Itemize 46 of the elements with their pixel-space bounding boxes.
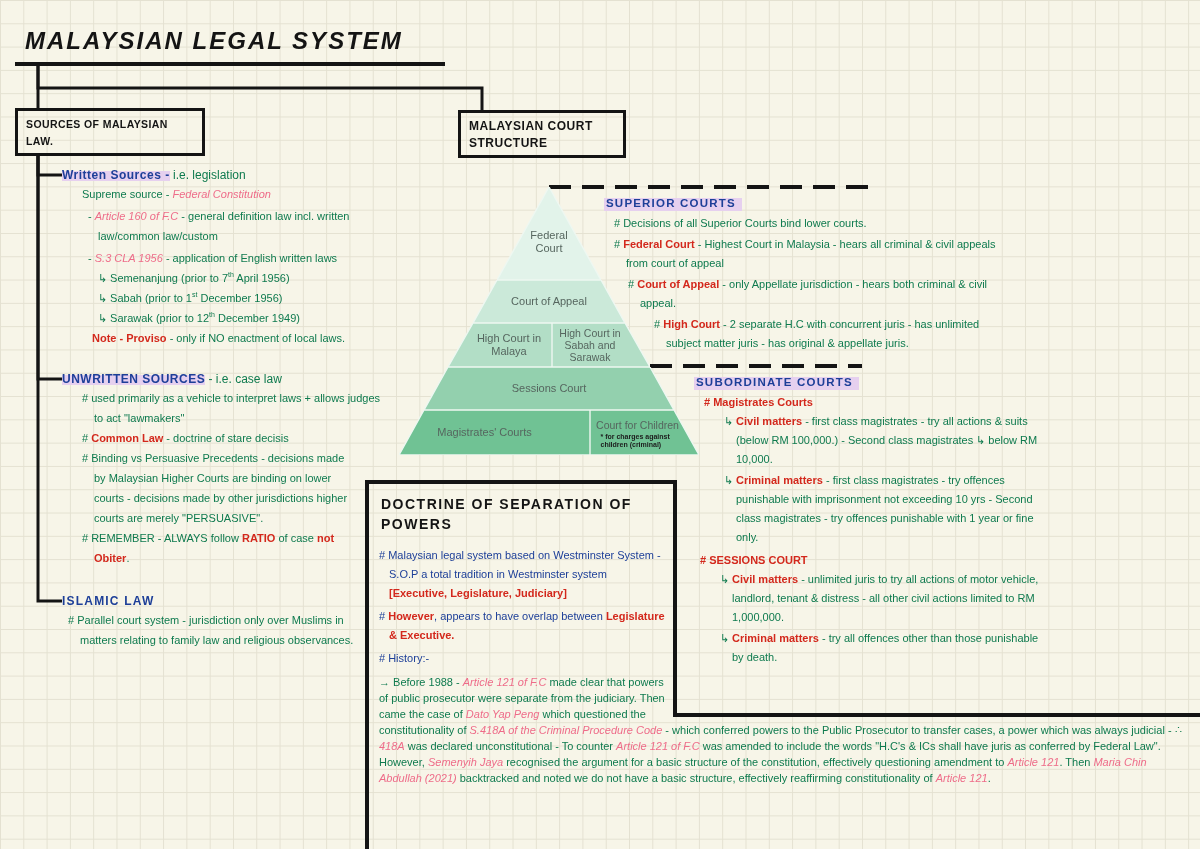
note-text: ↳ Sabah (prior to 1$^{st}$ December 1956) [98,290,283,306]
branch-heading: Written Sources - i.e. legislation [62,166,246,184]
note-text: ↳ Sarawak (prior to 12$^{th}$ December 1949) [98,310,300,326]
note-text: # Court of Appeal - only Appellate jurisdiction - hears both criminal & civil appeal. [628,277,989,311]
note-text: - S.3 CLA 1956 - application of English written laws [88,251,338,266]
pyramid-tier [399,410,590,455]
note-text: # REMEMBER - ALWAYS follow RATIO of case not Obiter. [82,531,336,566]
underlined-title: MALAYSIAN LEGAL SYSTEM [15,24,445,66]
note-text: ↳ Criminal matters - first class magistrates - try offences punishable with imprisonment not exceeding 10 yrs - Second class magistrates - try offences punishable with 1 year or fine only. [724,473,1035,545]
framed-heading: MALAYSIAN COURT STRUCTURE [458,110,626,158]
connector-line [36,156,62,603]
court-name: Sessions Court [511,382,587,395]
court-heading: # SESSIONS COURT [700,553,808,568]
note-text: # used primarily as a vehicle to interpret laws + allows judges to act "lawmakers" [82,391,382,426]
note-text: # Parallel court system - jurisdiction only over Muslims in matters relating to family law and religious observances. [68,613,355,648]
court-name: High Court in Malaya [475,332,543,358]
note-text: # Binding vs Persuasive Precedents - decisions made by Malaysian Higher Courts are binding on lower courts - decisions made by other jurisdictions higher courts are merely "PERSUASIVE". [82,451,349,526]
note-text: # Common Law - doctrine of stare decisis [82,431,289,446]
note-text: # High Court - 2 separate H.C with concurrent juris - has unlimited subject matter juris - has original & appellate juris. [654,317,981,351]
court-name: Federal Court [529,229,569,255]
note-text: ↳ Civil matters - unlimited juris to try all actions of motor vehicle, landlord, tenant & distress - all other civil actions limited to RM 1,000,000. [720,572,1040,625]
pyramid-tier [590,410,699,455]
note-text: Note - Proviso - only if NO enactment of local laws. [92,331,346,346]
pyramid-tier [497,187,601,280]
court-name: Court of Appeal [511,295,587,308]
panel-heading: DOCTRINE OF SEPARATION OF POWERS [381,495,633,534]
note-text: # History:- [379,651,430,666]
note-text: # Malaysian legal system based on Westminster System - S.O.P a total tradition in Westminster system [Executive, Legislature, Judiciary] [379,548,662,601]
pyramid-tier [424,367,674,410]
pyramid-tier [473,280,625,323]
note-text: # Federal Court - Highest Court in Malaysia - hears all criminal & civil appeals from court of appeal [614,237,997,271]
note-text: ↳ Semenanjung (prior to 7$^{th}$ April 1956) [98,270,290,286]
note-text: - Article 160 of F.C - general definition law incl. written law/common law/custom [88,209,351,244]
court-name: High Court in Sabah and Sarawak [558,326,622,364]
note-text: ↳ Civil matters - first class magistrates - try all actions & suits (below RM 100,000.) - Second class magistrates ↳ below RM 10,000. [724,414,1039,467]
branch-heading: ISLAMIC LAW [62,592,155,610]
framed-heading: SOURCES OF MALAYSIAN LAW. [15,108,205,156]
note-text: ↳ Criminal matters - try all offences other than those punishable by death. [720,631,1040,665]
note-text: # However, appears to have overlap between Legislature & Executive. [379,609,666,643]
court-heading: # Magistrates Courts [704,395,813,410]
court-name: Court for Children [596,419,679,432]
note-text: # Decisions of all Superior Courts bind lower courts. [614,216,867,231]
note-paragraph: → Before 1988 - Article 121 of F.C made clear that powers of public prosecutor were separate from the judiciary. Then came the case of Dato Yap Peng which questioned the constitutionality of S.418A of the Criminal Procedure Code - which conferred powers to the Public Prosecutor to transfer cases, a power which was always judicial - ∴ 418A was declared unconstitutional - To counter Article 121 of F.C was amended to include the words "H.C's & ICs shall have juris as conferred by Federal Law". However, Semenyih Jaya recognised the argument for a basic structure of the constitution, effectively questioning amendment to Article 121. Then Maria Chin Abdullah (2021) backtracked and noted we do not have a basic structure, effectively reaffirming constitutionality of Article 121. [379,675,1183,786]
note-text: Supreme source - Federal Constitution [82,187,271,202]
court-name: Magistrates' Courts [437,426,532,439]
connector-line [36,66,484,110]
